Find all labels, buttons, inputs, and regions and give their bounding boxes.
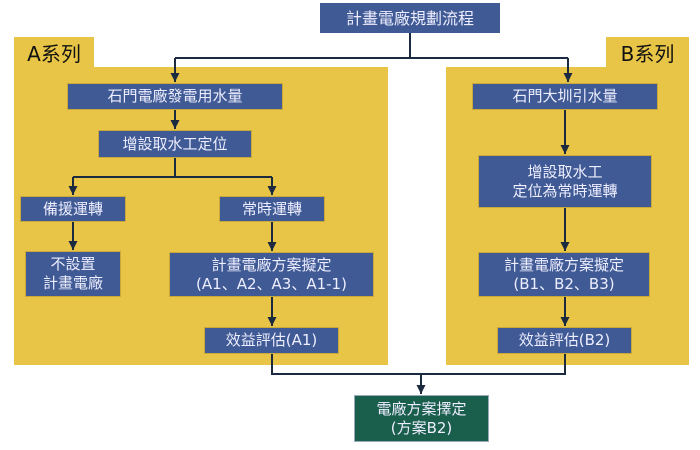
line-title-split <box>175 33 568 59</box>
b-eval-text: 效益評估(B2) <box>518 331 611 349</box>
b-source-text: 石門大圳引水量 <box>512 87 618 105</box>
a-source-box: 石門電廠發電用水量 <box>67 83 283 110</box>
a-no-plant-line2: 計畫電廠 <box>42 274 103 292</box>
a-intake-text: 增設取水工定位 <box>122 134 228 153</box>
a-regular-text: 常時運轉 <box>241 199 302 218</box>
a-eval-box: 效益評估(A1) <box>204 327 339 354</box>
result-line1: 電廠方案擇定 <box>376 399 467 418</box>
a-plan-line1: 計畫電廠方案擬定 <box>211 255 332 274</box>
b-source-box: 石門大圳引水量 <box>472 83 658 110</box>
b-plan-box: 計畫電廠方案擬定(B1、B2、B3) <box>478 252 650 297</box>
a-source-text: 石門電廠發電用水量 <box>107 87 243 105</box>
series-b-label: B系列 <box>606 37 689 68</box>
result-line2: (方案B2) <box>390 418 453 437</box>
flow-title: 計畫電廠規劃流程 <box>320 3 500 33</box>
series-b-panel <box>446 67 689 365</box>
b-plan-line1: 計畫電廠方案擬定 <box>503 255 624 274</box>
a-plan-box: 計畫電廠方案擬定(A1、A2、A3、A1-1) <box>169 252 374 297</box>
a-intake-box: 增設取水工定位 <box>98 130 252 158</box>
line-merge <box>271 354 566 375</box>
line-a-branch <box>73 158 272 178</box>
b-eval-box: 效益評估(B2) <box>497 327 632 354</box>
a-backup-text: 備援運轉 <box>42 199 103 218</box>
b-intake-box: 增設取水工定位為常時運轉 <box>478 155 652 208</box>
b-intake-line2: 定位為常時運轉 <box>512 181 618 200</box>
a-eval-text: 效益評估(A1) <box>225 331 318 349</box>
flow-title-text: 計畫電廠規劃流程 <box>345 8 474 28</box>
result-box: 電廠方案擇定(方案B2) <box>354 395 489 442</box>
b-intake-line1: 增設取水工 <box>527 162 603 181</box>
b-plan-line2: (B1、B2、B3) <box>513 274 615 293</box>
a-plan-line2: (A1、A2、A3、A1-1) <box>196 274 347 293</box>
a-backup-box: 備援運轉 <box>20 196 126 222</box>
series-a-label: A系列 <box>14 37 94 68</box>
a-regular-box: 常時運轉 <box>219 196 325 222</box>
a-no-plant-box: 不設置計畫電廠 <box>25 251 121 297</box>
a-no-plant-line1: 不設置 <box>50 255 96 273</box>
